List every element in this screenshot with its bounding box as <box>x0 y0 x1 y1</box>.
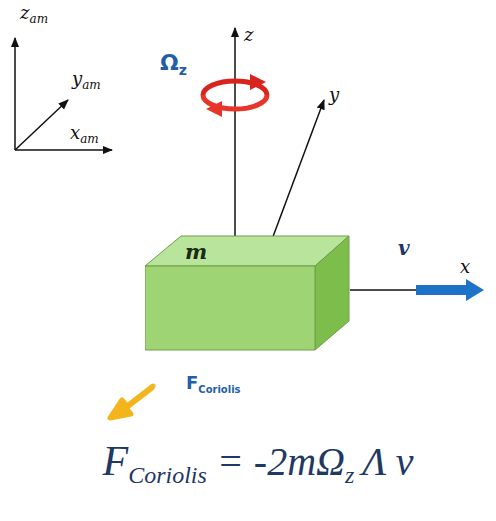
mass-label: m <box>185 241 207 262</box>
frame-axis-label: xam <box>70 124 99 142</box>
symbol: Λ v <box>362 442 413 482</box>
subscript: am <box>80 133 99 145</box>
symbol: = -2mΩ <box>217 442 345 482</box>
block-side-face <box>315 236 349 350</box>
angular-velocity-label: Ωz <box>160 52 187 74</box>
symbol: z <box>244 26 253 44</box>
z-axis <box>234 28 236 250</box>
coriolis-formula: FCoriolis= -2mΩzΛ v <box>102 440 413 482</box>
y-axis <box>268 100 324 250</box>
symbol: x <box>70 124 80 142</box>
subscript: z <box>179 63 187 77</box>
block-front-face <box>145 266 315 350</box>
subscript: am <box>29 13 48 25</box>
symbol: F <box>186 374 198 392</box>
axis-label: x <box>460 258 470 276</box>
subscript: am <box>82 79 101 91</box>
rotation-arrowhead <box>206 101 222 117</box>
subscript: z <box>345 463 354 487</box>
block-top-face <box>145 236 349 266</box>
axis-label: y <box>329 86 339 104</box>
subscript: Coriolis <box>128 463 207 487</box>
rotation-arrowhead <box>250 74 266 90</box>
force-label: FCoriolis <box>186 374 241 392</box>
subscript: Coriolis <box>198 385 240 395</box>
mass-block: m <box>145 235 350 351</box>
symbol: z <box>20 4 29 22</box>
frame-axis-label: yam <box>72 70 101 88</box>
symbol: y <box>72 70 82 88</box>
frame-axis-label: zam <box>20 4 48 22</box>
triad-y-axis <box>15 100 68 150</box>
symbol: F <box>102 440 128 482</box>
triad-x-axis <box>15 149 112 151</box>
symbol: Ω <box>160 52 179 74</box>
symbol: y <box>329 86 339 104</box>
velocity-arrow <box>416 279 484 301</box>
symbol: v <box>398 238 410 258</box>
symbol: x <box>460 258 470 276</box>
triad-z-axis <box>14 38 16 150</box>
velocity-label: v <box>398 238 410 258</box>
x-axis <box>350 289 416 291</box>
axis-label: z <box>244 26 253 44</box>
block-outline <box>145 235 350 351</box>
coriolis-force-arrow <box>110 386 153 418</box>
